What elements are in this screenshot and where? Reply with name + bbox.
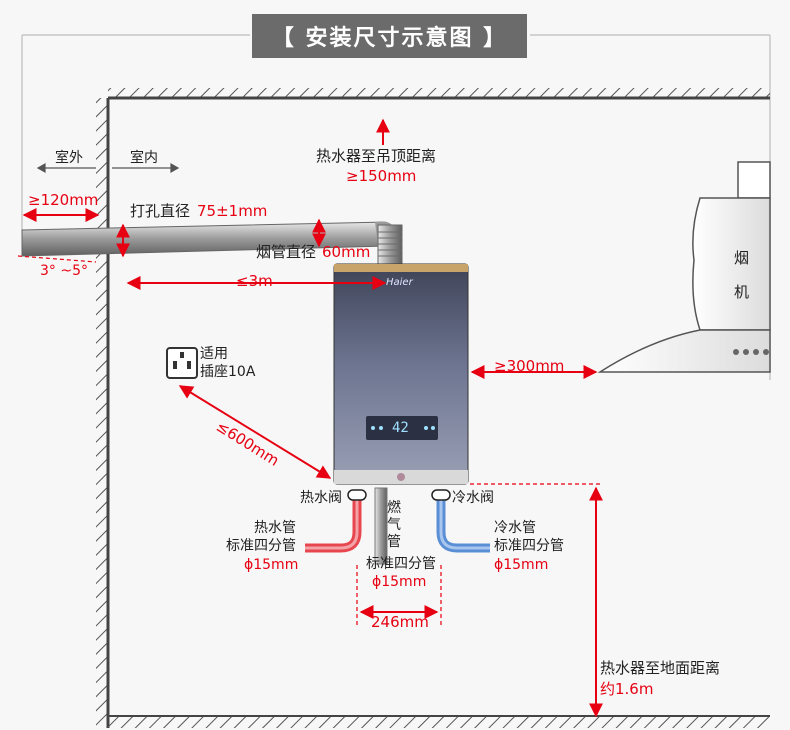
heater-brand: Haier [386,277,413,288]
flue-pipe [21,221,403,266]
gas-pipe-name: 燃气管 [387,500,401,550]
cold-pipe-spec: 标准四分管 [494,538,564,554]
hot-water-pipe [305,490,362,553]
cold-valve-label: 冷水阀 [452,490,494,506]
floor-distance-label: 热水器至地面距离 [600,659,721,677]
indoor-label: 室内 [130,150,158,166]
hole-diameter-label: 打孔直径 [130,202,191,220]
gas-pipe-size: ϕ15mm [372,574,427,590]
hole-diameter-value: 75±1mm [197,202,268,220]
flue-diameter-label: 烟管直径 [256,243,317,261]
wall [96,98,110,728]
ceiling-distance-label: 热水器至吊顶距离 [316,147,437,165]
pipe-length-label: ≤3m [236,272,273,290]
cold-water-pipe [436,490,490,553]
hot-valve-icon [347,489,367,501]
flue-diameter-value: 60mm [322,243,371,261]
guide-lines [17,255,600,625]
slope-label: 3° ~5° [40,263,88,279]
gas-pipe [374,487,388,565]
zone-arrows [36,162,180,174]
floor [108,715,770,728]
range-hood-label-1: 烟 [734,249,750,267]
hood-distance-label: ≥300mm [494,357,565,375]
dimension-lines [22,118,603,718]
ceiling-distance-value: ≥150mm [346,167,417,185]
socket-label-line2: 插座10A [200,364,256,380]
range-hood [597,161,771,373]
hot-valve-label: 热水阀 [300,490,342,506]
cold-valve-icon [431,489,451,501]
cold-pipe-name: 冷水管 [494,520,536,536]
outdoor-label: 室外 [55,150,83,166]
hot-pipe-spec: 标准四分管 [226,538,296,554]
floor-distance-value: 约1.6m [600,680,654,698]
pipe-spacing-label: 246mm [371,613,429,631]
wall-extension-label: ≥120mm [28,191,99,209]
heater-display: 42 [392,420,409,436]
socket-label-line1: 适用 [200,346,228,362]
cold-pipe-size: ϕ15mm [494,557,549,573]
hot-pipe-size: ϕ15mm [244,557,299,573]
range-hood-label-2: 机 [734,283,750,301]
page-title: 【 安装尺寸示意图 】 [252,14,527,58]
socket-icon [166,347,198,379]
water-heater [333,263,469,485]
hot-pipe-name: 热水管 [254,520,296,536]
ceiling [108,88,770,100]
gas-pipe-spec: 标准四分管 [366,556,436,572]
